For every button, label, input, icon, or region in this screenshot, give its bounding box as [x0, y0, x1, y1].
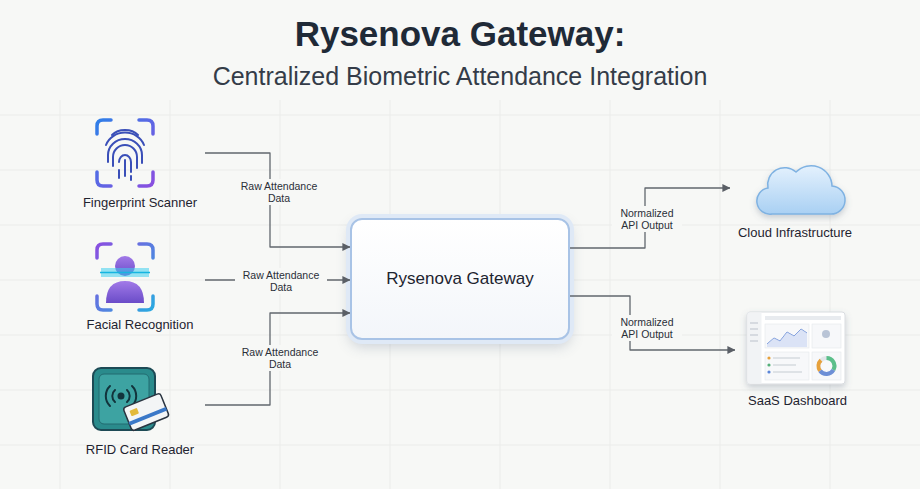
list-row [773, 358, 802, 372]
face-recognition-icon [97, 244, 153, 310]
card-stripe [129, 407, 168, 426]
list-dot [767, 363, 770, 366]
scan-bracket [97, 244, 153, 310]
wave [106, 386, 136, 406]
cloud-shape [757, 166, 845, 214]
node-label: Rysenova Gateway [386, 269, 533, 289]
chart-area [767, 329, 807, 347]
connector-arrow [570, 188, 730, 248]
node-label: SaaS Dashboard [748, 393, 847, 411]
fingerprint-icon [97, 120, 153, 186]
wave-center [119, 394, 124, 399]
scan-band [101, 268, 149, 277]
grid-line [60, 100, 830, 489]
rfid-reader-icon [93, 368, 169, 431]
profile-avatar [822, 330, 830, 338]
dashboard-screenshot [747, 312, 845, 384]
edge-label: Raw Attendance Data [235, 268, 327, 294]
scan-line [100, 272, 150, 274]
fingerprint-ridges [106, 130, 144, 180]
card-chip [129, 408, 139, 417]
node-label: Cloud Infrastructure [738, 225, 852, 243]
sidebar-item [750, 328, 758, 330]
ridge [112, 130, 138, 135]
device-node: Facial Recognition [75, 243, 205, 335]
list-dot [767, 356, 770, 359]
device-node: RFID Card Reader [75, 366, 205, 460]
donut-segment [820, 370, 833, 374]
cloud-icon [757, 166, 845, 214]
node-label: RFID Card Reader [86, 442, 194, 460]
grid-line [0, 115, 920, 445]
destination-node: SaaS Dashboard [735, 305, 860, 411]
node-label: Facial Recognition [87, 317, 194, 335]
screen-sidebar [748, 313, 762, 384]
edge-label: Normalized API Output [612, 315, 682, 341]
card-body [123, 393, 169, 431]
device-node: Fingerprint Scanner [75, 118, 205, 213]
screen-header [765, 316, 841, 320]
profile-card [812, 324, 841, 348]
gateway-box: Rysenova Gateway [350, 218, 570, 340]
list-card [765, 352, 809, 380]
person-body [106, 281, 144, 303]
sidebar-item [750, 322, 758, 324]
destination-node: Cloud Infrastructure [730, 155, 860, 243]
scan-bracket [97, 120, 153, 186]
ridge [119, 160, 131, 180]
screen-frame [747, 312, 845, 384]
sidebar-item [750, 340, 758, 342]
grid-lines [0, 100, 920, 489]
edge-label: Normalized API Output [612, 206, 682, 232]
connector-arrow [205, 153, 350, 247]
node-label: Fingerprint Scanner [83, 195, 197, 213]
donut-card [812, 352, 841, 380]
list-rows [767, 356, 802, 373]
chart-card [765, 324, 809, 348]
connector-arrow [205, 313, 350, 405]
edge-label: Raw Attendance Data [234, 345, 326, 371]
list-dot [767, 370, 770, 373]
connector-arrow [570, 296, 735, 350]
donut-segment [827, 358, 835, 370]
sidebar-items [750, 322, 758, 342]
sidebar-item [750, 334, 758, 336]
diagram-title: Rysenova Gateway: [0, 14, 920, 54]
donut-segment [818, 360, 821, 371]
diagram-subtitle: Centralized Biometric Attendance Integra… [0, 62, 920, 91]
donut-track [819, 358, 835, 374]
rfid-card [123, 393, 169, 431]
rfid-waves [106, 386, 136, 406]
edge-label: Raw Attendance Data [233, 179, 325, 205]
